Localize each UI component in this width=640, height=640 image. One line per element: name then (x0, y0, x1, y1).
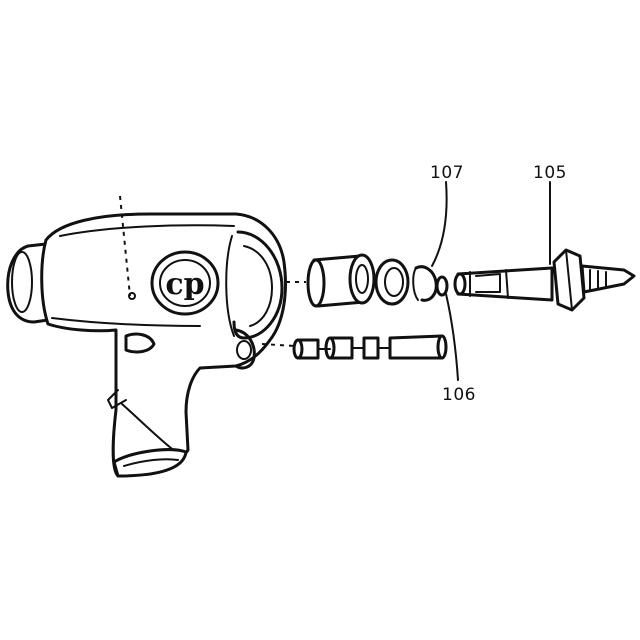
sleeve-part (306, 253, 376, 308)
leader-lines (431, 181, 551, 381)
o-ring-106 (435, 275, 449, 297)
label-107: 107 (430, 163, 464, 183)
retaining-clip-107 (412, 265, 438, 302)
wrench-housing: cp (6, 212, 287, 478)
label-105: 105 (533, 163, 567, 183)
lower-pin-assembly (292, 334, 448, 360)
ring-part (374, 258, 410, 306)
logo-text: cp (165, 267, 204, 302)
anvil-105 (453, 248, 636, 312)
label-106: 106 (442, 385, 476, 405)
alignment-lines (119, 195, 306, 347)
